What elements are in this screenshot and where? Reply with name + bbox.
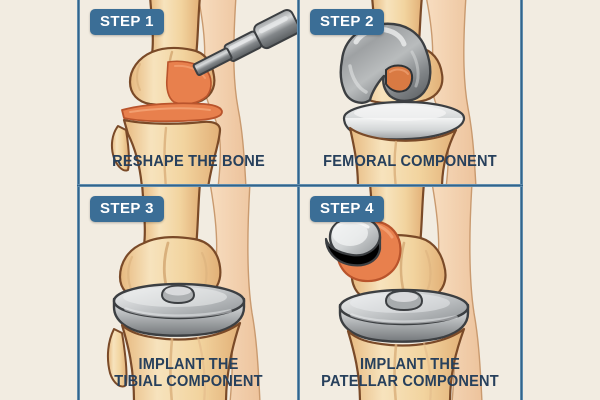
caption-line: PATELLAR COMPONENT: [321, 373, 499, 390]
caption-line: IMPLANT THE: [138, 356, 239, 373]
caption-line: TIBIAL COMPONENT: [114, 373, 263, 390]
illustration-patellar-component: [300, 187, 520, 400]
caption-panel-4: IMPLANT THE PATELLAR COMPONENT: [307, 356, 514, 390]
divider-vertical-right: [520, 0, 523, 400]
illustration-tibial-component: [80, 187, 297, 400]
step-badge-4: STEP 4: [310, 196, 384, 222]
caption-line: RESHAPE THE BONE: [112, 153, 265, 170]
caption-panel-3: IMPLANT THE TIBIAL COMPONENT: [87, 356, 291, 390]
illustration-reshape-the-bone: [80, 0, 297, 184]
caption-line: FEMORAL COMPONENT: [323, 153, 497, 170]
illustration-femoral-component: [300, 0, 520, 184]
divider-horizontal-middle: [77, 184, 523, 187]
step-panel-4: STEP 4 IMPLANT THE PATELLAR COMPONENT: [300, 187, 520, 400]
caption-panel-1: RESHAPE THE BONE: [87, 153, 291, 170]
step-panel-2: STEP 2 FEMORAL COMPONENT: [300, 0, 520, 184]
step-badge-3: STEP 3: [90, 196, 164, 222]
divider-vertical-left: [77, 0, 80, 400]
step-panel-3: STEP 3 IMPLANT THE TIBIAL COMPONENT: [80, 187, 297, 400]
step-panel-1: STEP 1 RESHAPE THE BONE: [80, 0, 297, 184]
caption-panel-2: FEMORAL COMPONENT: [307, 153, 514, 170]
caption-line: IMPLANT THE: [359, 356, 460, 373]
step-badge-2: STEP 2: [310, 9, 384, 35]
step-badge-1: STEP 1: [90, 9, 164, 35]
divider-vertical-center: [297, 0, 300, 400]
